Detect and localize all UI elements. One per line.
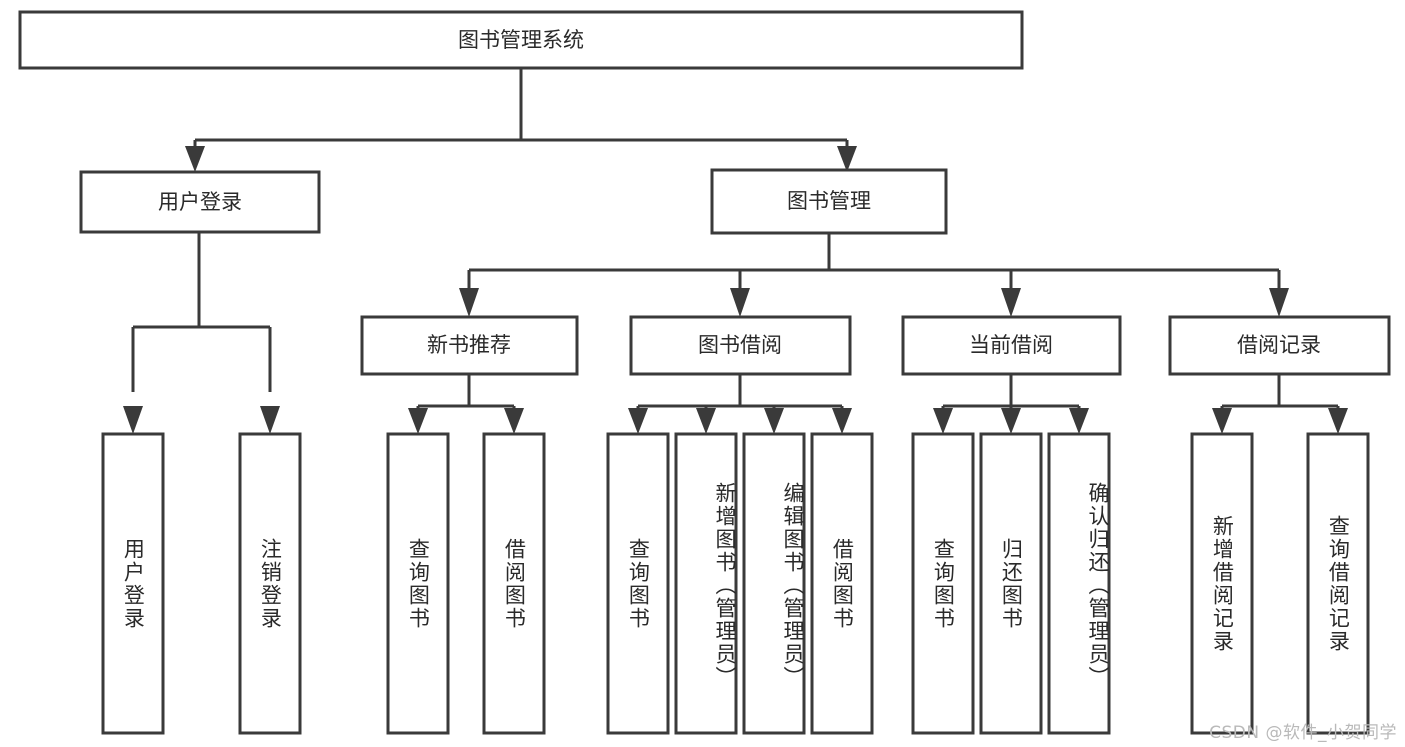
leaf-box-user-login-login[interactable] [101, 432, 165, 735]
arrow-head-icon [408, 408, 428, 434]
node-borrow-record-label: 借阅记录 [1237, 333, 1321, 357]
node-book-borrow-label: 图书借阅 [698, 333, 782, 357]
arrow-head-icon [504, 408, 524, 434]
leaf-box-newbook-borrow[interactable] [482, 432, 546, 735]
connector-borrowrecord-to-leaves [1212, 374, 1348, 434]
node-root-box [18, 10, 1024, 70]
node-user-login-label: 用户登录 [158, 190, 242, 214]
node-book-borrow[interactable]: 图书借阅 [629, 315, 852, 376]
arrow-head-icon [628, 408, 648, 434]
arrow-head-icon [1269, 288, 1289, 317]
node-current-borrow-box [901, 315, 1122, 376]
arrow-head-icon [123, 406, 143, 434]
arrow-head-icon [1212, 408, 1232, 434]
node-new-book-recommend-box [360, 315, 579, 376]
leaf-box-bookborrow-add[interactable] [674, 432, 738, 735]
node-book-management-label: 图书管理 [787, 189, 871, 213]
arrow-head-icon [696, 408, 716, 434]
node-current-borrow-label: 当前借阅 [969, 333, 1053, 357]
arrow-head-icon [1069, 408, 1089, 434]
arrow-head-icon [837, 146, 857, 172]
node-root-system[interactable]: 图书管理系统 [18, 10, 1024, 70]
node-current-borrow[interactable]: 当前借阅 [901, 315, 1122, 376]
leaf-box-bookborrow-edit[interactable] [742, 432, 806, 735]
arrow-head-icon [1001, 408, 1021, 434]
node-book-management-box [710, 168, 948, 235]
arrow-head-icon [1001, 288, 1021, 317]
node-borrow-record[interactable]: 借阅记录 [1168, 315, 1391, 376]
arrow-head-icon [260, 406, 280, 434]
connector-bookmgmt-to-level3 [459, 233, 1289, 317]
node-book-borrow-box [629, 315, 852, 376]
leaf-box-user-login-logout[interactable] [238, 432, 302, 735]
connector-currentborrow-to-leaves [933, 374, 1089, 434]
leaf-box-currentborrow-return[interactable] [979, 432, 1043, 735]
node-borrow-record-box [1168, 315, 1391, 376]
arrow-head-icon [459, 288, 479, 317]
node-new-book-recommend[interactable]: 新书推荐 [360, 315, 579, 376]
leaf-box-borrowrecord-query[interactable] [1306, 432, 1370, 735]
connector-userlogin-to-leaves [123, 232, 280, 434]
leaf-box-newbook-query[interactable] [386, 432, 450, 735]
leaf-box-currentborrow-query[interactable] [911, 432, 975, 735]
arrow-head-icon [832, 408, 852, 434]
connector-root-to-level2 [185, 68, 857, 172]
leaf-box-bookborrow-query[interactable] [606, 432, 670, 735]
arrow-head-icon [185, 146, 205, 172]
node-user-login[interactable]: 用户登录 [79, 170, 321, 234]
leaf-box-bookborrow-borrow[interactable] [810, 432, 874, 735]
arrow-head-icon [933, 408, 953, 434]
node-book-management[interactable]: 图书管理 [710, 168, 948, 235]
leaf-box-borrowrecord-add[interactable] [1190, 432, 1254, 735]
node-root-label: 图书管理系统 [458, 28, 584, 52]
node-new-book-recommend-label: 新书推荐 [427, 333, 511, 357]
connector-bookborrow-to-leaves [628, 374, 852, 434]
leaf-box-currentborrow-confirm[interactable] [1047, 432, 1111, 735]
connector-newbook-to-leaves [408, 374, 524, 434]
arrow-head-icon [1328, 408, 1348, 434]
arrow-head-icon [764, 408, 784, 434]
node-user-login-box [79, 170, 321, 234]
arrow-head-icon [730, 288, 750, 317]
